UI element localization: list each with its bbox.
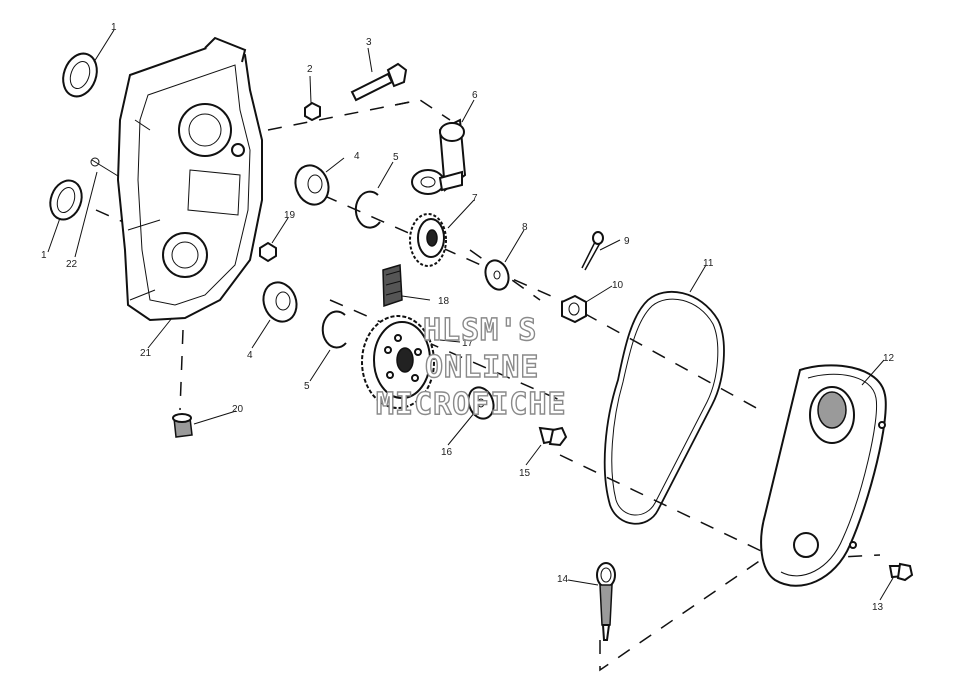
callout-22: 22: [66, 259, 78, 270]
seal-upper: [62, 52, 98, 98]
callout-2: 2: [307, 64, 313, 75]
snap-ring-lower: [321, 310, 347, 349]
nut-top: [304, 101, 321, 122]
callout-19: 19: [284, 210, 296, 221]
callout-11: 11: [703, 258, 714, 269]
small-bolt: [90, 157, 119, 177]
callout-5-upper: 5: [393, 152, 399, 163]
chaincase-cover: [760, 364, 887, 587]
leader-lines: [47, 29, 894, 601]
callout-18: 18: [438, 296, 450, 307]
chaincase-housing: [116, 36, 263, 322]
callout-4-lower: 4: [247, 350, 253, 361]
watermark-line-1: HLSM'S: [423, 313, 537, 348]
bearing-lower: [262, 281, 298, 323]
callout-16: 16: [441, 447, 453, 458]
bearing-upper: [294, 164, 330, 206]
tensioner-arm: [411, 118, 467, 195]
snap-ring-upper: [354, 190, 381, 229]
callout-5-lower: 5: [304, 381, 310, 392]
callout-3: 3: [366, 37, 372, 48]
callout-12: 12: [883, 353, 895, 364]
callout-6: 6: [472, 90, 478, 101]
callouts: 1 1 2 3 4 4 5 5 6 7 8 9 10 11 12 13 14 1…: [41, 22, 895, 613]
callout-9: 9: [624, 236, 630, 247]
washer-lower: [467, 386, 495, 420]
cotter-pin: [581, 231, 604, 271]
dipstick: [596, 562, 616, 641]
callout-4-upper: 4: [354, 151, 360, 162]
callout-15: 15: [519, 468, 531, 479]
callout-8: 8: [522, 222, 528, 233]
nut-small: [259, 241, 277, 263]
small-sprocket: [409, 213, 447, 267]
seal-lower: [49, 179, 83, 221]
callout-13: 13: [872, 602, 884, 613]
callout-1-upper: 1: [111, 22, 117, 33]
drain-plug: [172, 413, 193, 438]
callout-10: 10: [612, 280, 624, 291]
watermark: HLSM'S ONLINE MICROFICHE: [375, 312, 567, 422]
cover-bolt: [888, 562, 914, 582]
washer-upper: [484, 259, 510, 291]
callout-17: 17: [462, 338, 474, 349]
cap-screw: [538, 426, 568, 447]
drive-chain: [382, 264, 403, 308]
large-sprocket: [361, 315, 435, 409]
callout-7: 7: [472, 193, 478, 204]
long-bolt: [350, 62, 408, 102]
callout-21: 21: [140, 348, 152, 359]
watermark-line-2: ONLINE: [425, 350, 539, 385]
callout-20: 20: [232, 404, 244, 415]
cover-gasket: [603, 291, 725, 525]
callout-1-lower: 1: [41, 250, 47, 261]
castle-nut: [561, 294, 587, 324]
callout-14: 14: [557, 574, 569, 585]
watermark-line-3: MICROFICHE: [376, 387, 567, 422]
